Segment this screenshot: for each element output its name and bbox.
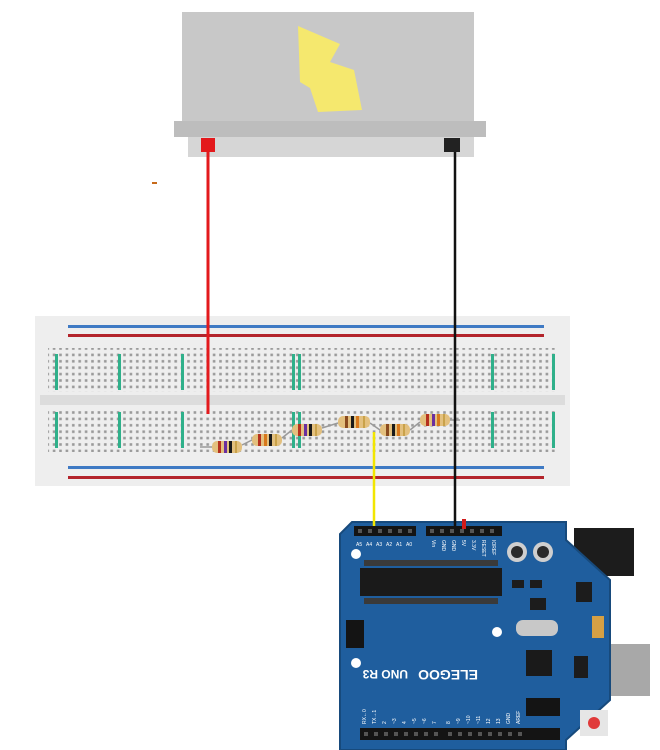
voltage-regulator [530,598,546,610]
pin-label: 2 [382,721,388,724]
arduino-board: A5 A4 A3 A2 A1 A0 Vin GND GND 5V 3.3V [339,519,650,750]
pin-label: ~6 [422,718,428,724]
resistor [420,414,450,426]
positive-terminal [201,138,215,152]
lightning-bolt-icon [298,26,362,112]
usb-chip [526,650,552,676]
arduino-pcb [339,521,611,750]
mount-hole [351,549,361,559]
power-supply [174,12,486,157]
pin-label: IOREF [490,540,496,555]
pin-label: ~10 [466,715,472,724]
resistor-chain [200,414,460,453]
resistor [338,416,370,428]
pin-label: A4 [366,542,372,548]
pin-label: 4 [402,721,408,724]
pin-label: GND [450,540,456,552]
pin-label: ~3 [392,718,398,724]
resistor [380,424,410,436]
power-supply-front [188,137,474,157]
fuse [592,616,604,638]
brand-label: ELEGOO [418,667,478,683]
hole-grid-upper [48,348,558,392]
resistor [292,424,322,436]
rail-line-red-bottom [68,476,544,479]
pin-label: TX→1 [372,710,378,724]
board-branding: ELEGOO UNO R3 [362,667,478,683]
rail-line-red-top [68,334,544,337]
resistor [212,441,242,453]
rail-line-blue-top [68,325,544,328]
pin-label: RX←0 [362,709,368,724]
reset-button-cap [588,717,600,729]
icsp-header [346,620,364,648]
rail-line-blue-bottom [68,466,544,469]
pin-label: A1 [396,542,402,548]
stray-mark [152,182,157,184]
pin-label: ~11 [476,716,482,724]
pin-label: 12 [486,718,492,724]
pin-label: 3.3V [470,540,476,551]
mount-hole [351,658,361,668]
voltage-regulator [576,582,592,602]
pin-label: A5 [356,542,362,548]
smd-part [512,580,524,588]
pin-label: ~5 [412,718,418,724]
model-label: UNO R3 [362,667,408,681]
negative-terminal [444,138,460,152]
pin-label: A3 [376,542,382,548]
smd-part [574,656,588,678]
resistor [252,434,282,446]
pin-label: 8 [446,721,452,724]
analog-header [354,526,416,536]
power-header-marker [462,519,466,529]
center-divider [40,395,565,405]
wires [206,152,457,526]
icsp-header [526,698,560,716]
pin-label: 5V [460,540,466,547]
pin-label: GND [506,713,512,725]
pin-label: RESET [480,540,486,557]
pin-label: 7 [432,721,438,724]
pin-label: A0 [406,542,412,548]
smd-part [530,580,542,588]
breadboard [35,316,570,486]
pin-label: AREF [516,711,522,724]
pin-label: 13 [496,718,502,724]
power-supply-base [174,121,486,137]
pin-label: GND [440,540,446,552]
mount-hole [492,627,502,637]
microcontroller-chip [360,568,502,596]
pin-label: Vin [430,540,436,547]
pin-label: ~9 [456,718,462,724]
pin-label: A2 [386,542,392,548]
crystal [516,620,558,636]
